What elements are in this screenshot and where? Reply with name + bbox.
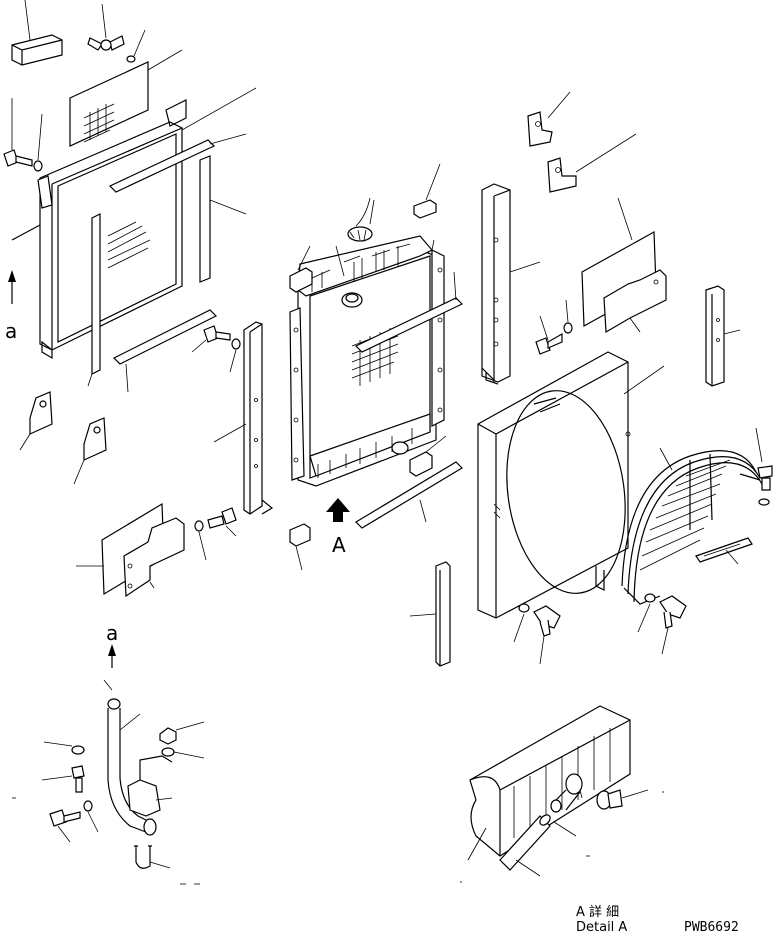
- fan-guard: [621, 447, 763, 605]
- foam-block-right-tall: [705, 285, 741, 387]
- detail-A-plug: [596, 789, 649, 810]
- side-bracket-right: [481, 183, 541, 385]
- baffle-plate-right: [581, 197, 667, 334]
- letter-A: A: [332, 533, 346, 557]
- letter-a-lower: a: [106, 621, 118, 645]
- screen-upper: [69, 49, 183, 147]
- letter-a-upper: a: [5, 319, 17, 343]
- detail-A-tank: [467, 705, 631, 861]
- bolts-drain-left: [12, 741, 200, 885]
- foam-strip-diagonal-lower: [112, 309, 218, 393]
- foam-block-mid-3: [409, 435, 447, 477]
- bracket-right-2: [547, 133, 637, 193]
- clip-plate: [695, 537, 753, 565]
- side-plate-left: [213, 321, 274, 515]
- foam-strip-center-upper: [354, 271, 464, 353]
- foam-block-mid-1: [289, 245, 313, 293]
- u-bolt: [134, 845, 171, 869]
- washer-top: [126, 29, 146, 63]
- foam-block-bottom: [289, 523, 311, 571]
- drawing-code: PWB6692: [684, 920, 739, 933]
- foam-block-top: [11, 0, 63, 66]
- nut-washer-drain: [159, 721, 205, 759]
- bolt-right-top: [755, 427, 773, 506]
- bolt-lower-center: [194, 507, 237, 561]
- foam-strip-vertical-lower: [409, 561, 451, 667]
- drain-bracket: [127, 755, 173, 817]
- left-screen-frame: [37, 87, 257, 360]
- view-arrow-A: A: [326, 498, 350, 557]
- bolt-right-bracket: [535, 299, 573, 355]
- foam-block-mid-2: [413, 163, 441, 219]
- bolt-left-upper: [3, 98, 43, 172]
- baffle-plate-left: [76, 502, 185, 598]
- view-arrow-a-upper: a: [5, 224, 41, 343]
- foam-strip-vertical-right: [199, 155, 247, 283]
- bracket-left-2: [73, 417, 107, 485]
- bracket-left-1: [19, 391, 53, 451]
- foam-strip-vertical-left: [87, 213, 101, 387]
- drain-pipe: [103, 679, 157, 836]
- detail-caption-japanese: A 詳 細: [576, 904, 619, 920]
- detail-caption-english: Detail A: [576, 920, 627, 933]
- bolt-shroud-left: [513, 603, 561, 665]
- detail-A-hose: [499, 814, 577, 877]
- foam-strip-center-lower: [355, 461, 463, 529]
- detail-A-fitting: [550, 773, 583, 813]
- radiator-cap: [347, 197, 375, 242]
- bracket-right-1: [527, 91, 571, 147]
- fan-shroud: [477, 351, 665, 619]
- bolt-center-left: [191, 325, 241, 373]
- bolt-shroud-right: [637, 593, 687, 655]
- foam-strip-diagonal-upper: [108, 133, 247, 193]
- radiator-core: [289, 235, 445, 487]
- view-arrow-a-lower: a: [106, 621, 118, 668]
- wing-nut: [87, 3, 125, 51]
